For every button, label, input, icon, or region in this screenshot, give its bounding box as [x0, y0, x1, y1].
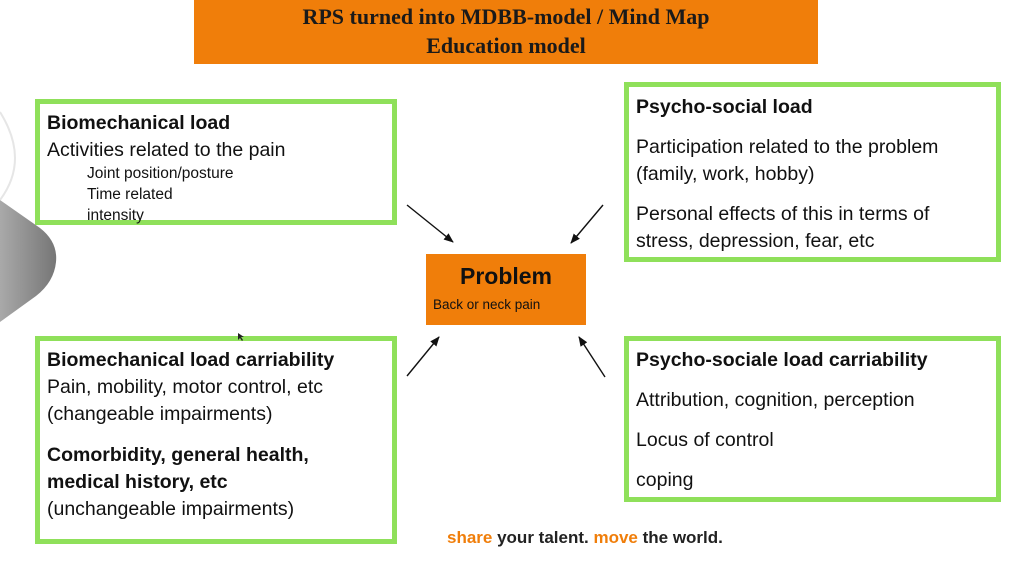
arrow-icon [570, 204, 604, 244]
left-decorative-shape [0, 111, 57, 322]
slogan-word: share [447, 528, 493, 547]
list-item: Locus of control [636, 429, 774, 451]
box-biomechanical-load: Biomechanical load Activities related to… [35, 99, 397, 225]
box-heading: Biomechanical load [47, 112, 231, 134]
title-line-1: RPS turned into MDBB-model / Mind Map [302, 4, 710, 29]
box-heading: Biomechanical load carriability [47, 349, 335, 371]
problem-heading: Problem [459, 263, 553, 289]
box-biomechanical-load-carriability: Biomechanical load carriability Pain, mo… [35, 336, 397, 544]
arrow-icon [578, 336, 606, 378]
box-text: Pain, mobility, motor control, etc [47, 376, 323, 398]
list-item: Joint position/posture [87, 165, 234, 182]
footer-slogan: share your talent. move the world. [447, 528, 867, 548]
box-heading: Psycho-social load [636, 96, 813, 118]
list-item: Attribution, cognition, perception [636, 389, 915, 411]
box-psycho-social-load: Psycho-social load Participation related… [624, 82, 1001, 262]
problem-subtitle: Back or neck pain [433, 297, 541, 312]
list-item: Time related [87, 186, 173, 203]
box-text: (changeable impairments) [47, 403, 273, 425]
title-banner: RPS turned into MDBB-model / Mind Map Ed… [194, 0, 818, 64]
box-text: Participation related to the problem [636, 136, 939, 158]
problem-box: Problem Back or neck pain [426, 254, 586, 325]
slogan-word: your talent. [492, 528, 594, 547]
list-item: intensity [87, 207, 144, 224]
arrow-icon [406, 204, 454, 243]
arrow-icon [406, 336, 440, 377]
box-text: stress, depression, fear, etc [636, 230, 875, 252]
list-item: coping [636, 469, 694, 491]
box-subheading: medical history, etc [47, 471, 228, 493]
slogan-word: the world. [637, 528, 723, 547]
box-text: Activities related to the pain [47, 139, 286, 161]
title-line-2: Education model [426, 33, 586, 58]
box-text: (family, work, hobby) [636, 163, 815, 185]
box-heading: Psycho-sociale load carriability [636, 349, 928, 371]
box-text: Personal effects of this in terms of [636, 203, 930, 225]
box-psycho-sociale-load-carriability: Psycho-sociale load carriability Attribu… [624, 336, 1001, 502]
slogan-word: move [593, 528, 638, 547]
box-subheading: Comorbidity, general health, [47, 444, 309, 466]
cursor-icon [238, 333, 244, 341]
box-text: (unchangeable impairments) [47, 498, 295, 520]
